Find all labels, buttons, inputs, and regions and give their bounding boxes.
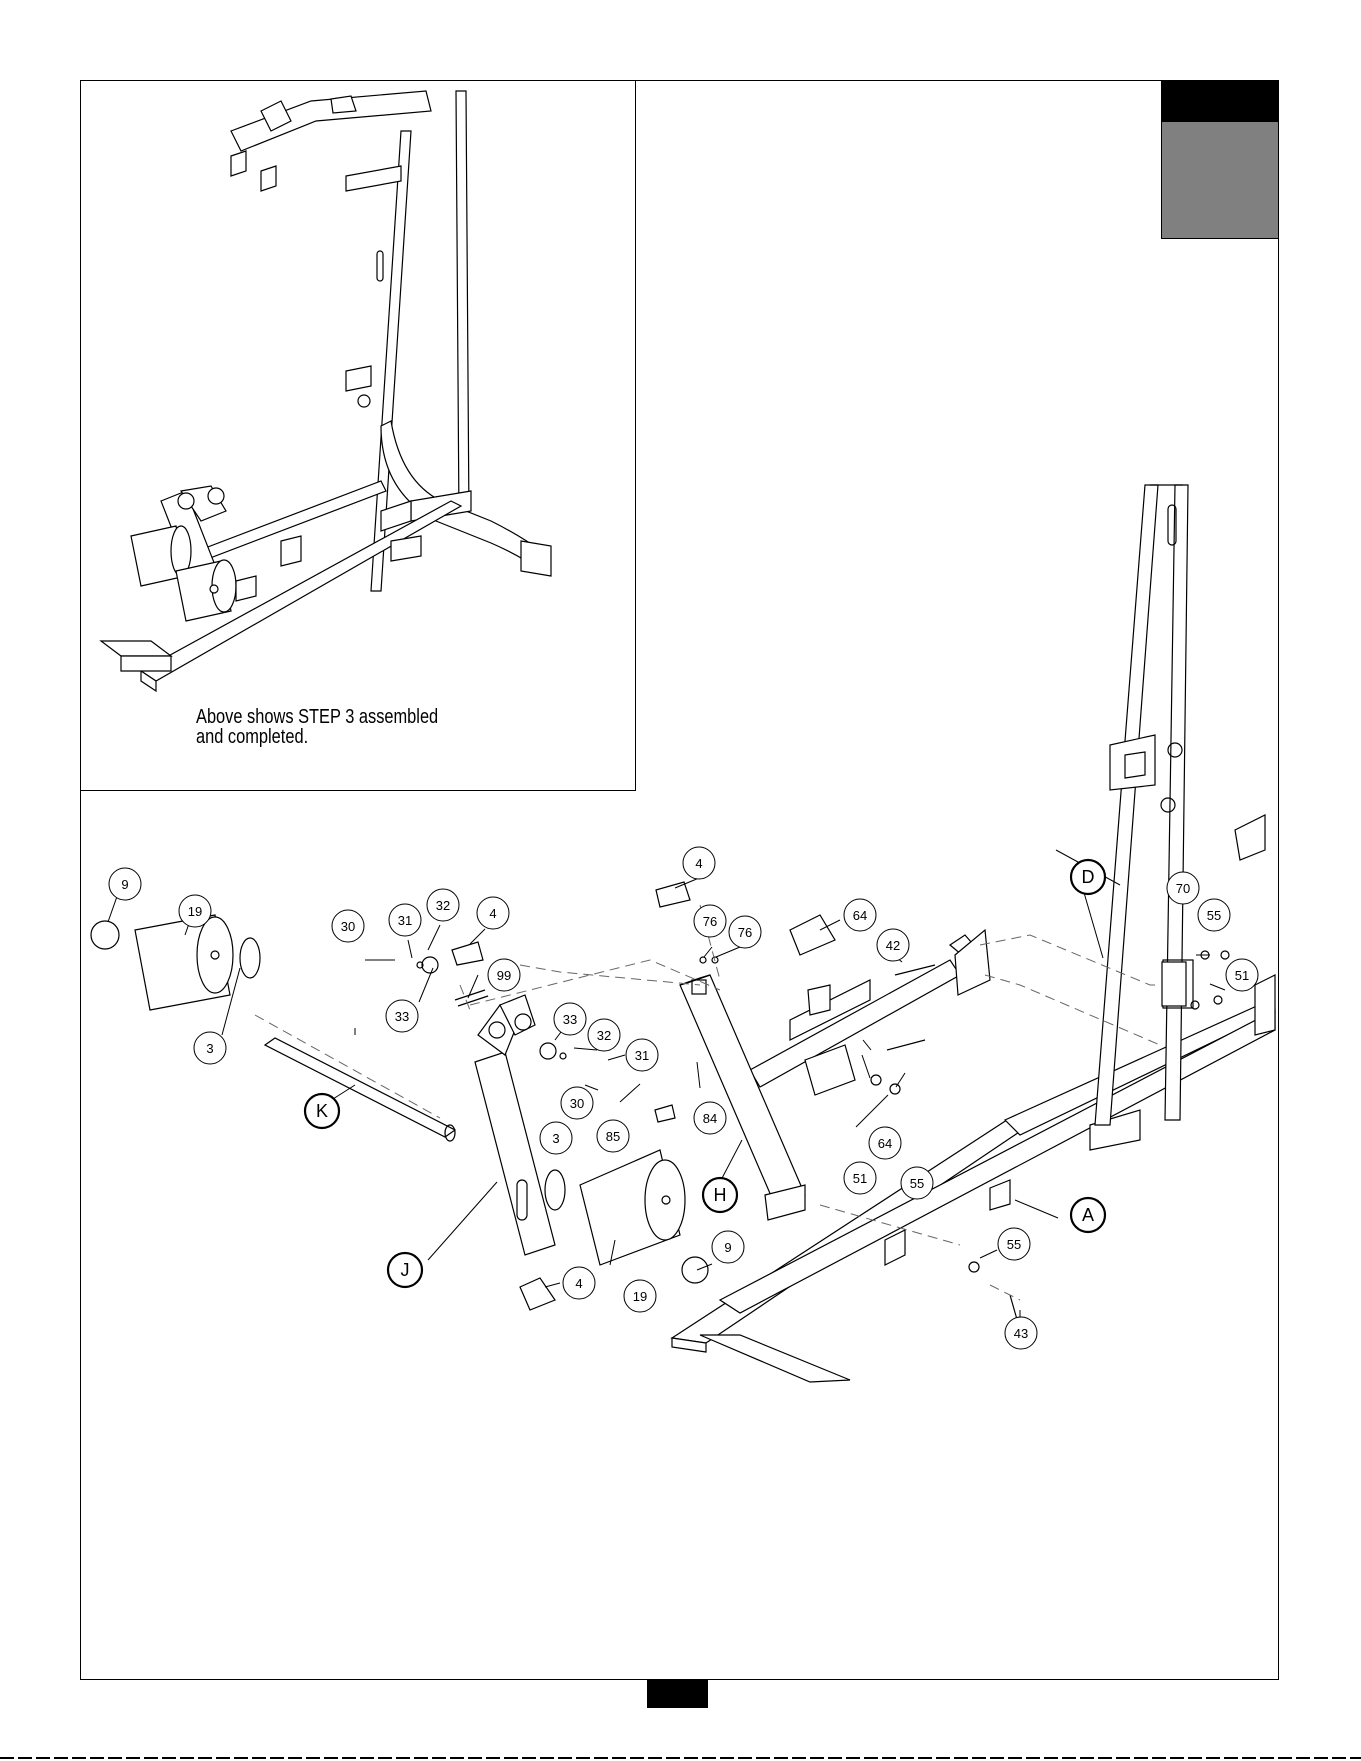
part-label: 55	[1207, 908, 1221, 923]
part-label: 84	[703, 1111, 717, 1126]
bottom-dash-line	[0, 1757, 1361, 1759]
roller-19-lower	[545, 1150, 708, 1283]
part-label: 31	[398, 913, 412, 928]
part-label: 33	[563, 1012, 577, 1027]
arm-j	[475, 995, 555, 1255]
crossbar-h	[750, 930, 990, 1087]
assembly-label: K	[316, 1101, 328, 1121]
part-label: 4	[695, 856, 702, 871]
assembly-label: H	[714, 1185, 727, 1205]
part-label: 64	[878, 1136, 892, 1151]
part-label: 64	[853, 908, 867, 923]
assembled-machine-illustration	[81, 81, 637, 792]
part-label: 51	[853, 1171, 867, 1186]
part-label: 76	[738, 925, 752, 940]
part-label: 19	[633, 1289, 647, 1304]
part-label: 51	[1235, 968, 1249, 983]
part-label: 30	[341, 919, 355, 934]
part-label: 3	[552, 1131, 559, 1146]
part-label: 3	[206, 1041, 213, 1056]
part-label: 19	[188, 904, 202, 919]
part-label: 9	[724, 1240, 731, 1255]
part-label: 33	[395, 1009, 409, 1024]
part-label: 55	[910, 1176, 924, 1191]
part-label: 55	[1007, 1237, 1021, 1252]
step-3-inset: Above shows STEP 3 assembled and complet…	[80, 80, 636, 791]
part-label: 99	[497, 968, 511, 983]
assembly-label: J	[401, 1260, 410, 1280]
assembly-label: A	[1082, 1205, 1094, 1225]
part-label: 4	[575, 1276, 582, 1291]
part-label: 30	[570, 1096, 584, 1111]
part-label: 42	[886, 938, 900, 953]
part-label: 85	[606, 1129, 620, 1144]
inset-caption-line1: Above shows STEP 3 assembled	[196, 707, 438, 727]
part-label: 32	[436, 898, 450, 913]
part-label: 70	[1176, 881, 1190, 896]
plate-70	[1162, 962, 1186, 1006]
assembly-label: D	[1082, 867, 1095, 887]
inset-caption: Above shows STEP 3 assembled and complet…	[196, 707, 438, 747]
part-label: 76	[703, 914, 717, 929]
part-label: 31	[635, 1048, 649, 1063]
inset-caption-line2: and completed.	[196, 727, 438, 747]
roller-19-upper	[91, 915, 260, 1010]
part-label: 32	[597, 1028, 611, 1043]
page-number-tab	[647, 1680, 708, 1708]
bar-k	[265, 1038, 455, 1141]
arm-h-tube	[680, 975, 805, 1220]
part-label: 43	[1014, 1326, 1028, 1341]
part-label: 4	[489, 906, 496, 921]
part-label: 9	[121, 877, 128, 892]
base-frame-a	[672, 1000, 1275, 1382]
